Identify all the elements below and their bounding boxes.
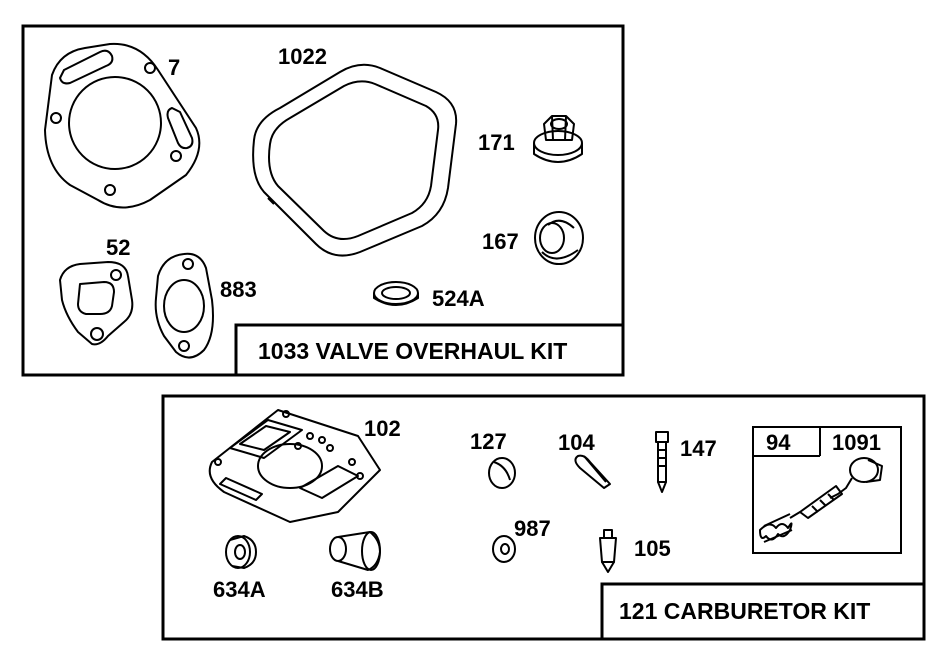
valve-kit-frame xyxy=(21,24,625,377)
washer-987-drawing xyxy=(492,535,516,563)
label-524a: 524A xyxy=(432,286,485,311)
needle-147-drawing xyxy=(655,431,669,493)
exhaust-gasket-drawing xyxy=(154,252,214,359)
mixture-screw-drawing xyxy=(759,457,883,543)
label-105: 105 xyxy=(634,536,671,561)
carb-kit-title: 121 CARBURETOR KIT xyxy=(619,598,870,624)
welch-plug-drawing xyxy=(488,457,516,489)
valve-seal-drawing xyxy=(373,281,419,306)
hinge-clip-drawing xyxy=(574,454,611,489)
flange-nut-drawing xyxy=(533,115,583,163)
head-gasket-drawing xyxy=(44,42,201,209)
label-167: 167 xyxy=(482,229,519,254)
intake-gasket-drawing xyxy=(59,261,134,346)
label-634a: 634A xyxy=(213,577,266,602)
carb-gasket-plate-drawing xyxy=(208,409,381,523)
label-987: 987 xyxy=(514,516,551,541)
label-883: 883 xyxy=(220,277,257,302)
seal-634a-drawing xyxy=(225,535,257,569)
label-147: 147 xyxy=(680,436,717,461)
label-1022: 1022 xyxy=(278,44,327,69)
label-127: 127 xyxy=(470,429,507,454)
grommet-drawing xyxy=(534,211,584,265)
rocker-cover-gasket-drawing xyxy=(252,63,458,257)
valve-kit-title-box xyxy=(234,323,625,377)
label-104: 104 xyxy=(558,430,595,455)
label-1091: 1091 xyxy=(832,430,881,455)
label-52: 52 xyxy=(106,235,130,260)
label-171: 171 xyxy=(478,130,515,155)
carb-kit-title-box xyxy=(600,582,926,641)
carburetor-kit-panel: 121 CARBURETOR KIT 94 1091 xyxy=(161,394,926,641)
label-7: 7 xyxy=(168,55,180,80)
subkit-box: 94 1091 xyxy=(752,426,902,554)
inlet-needle-drawing xyxy=(599,529,617,573)
bushing-634b-drawing xyxy=(329,531,381,571)
label-94: 94 xyxy=(766,430,791,455)
carb-kit-frame xyxy=(161,394,926,641)
label-634b: 634B xyxy=(331,577,384,602)
label-102: 102 xyxy=(364,416,401,441)
valve-kit-title: 1033 VALVE OVERHAUL KIT xyxy=(258,338,567,364)
valve-overhaul-kit-panel: 1033 VALVE OVERHAUL KIT 7 1022 xyxy=(21,24,625,377)
